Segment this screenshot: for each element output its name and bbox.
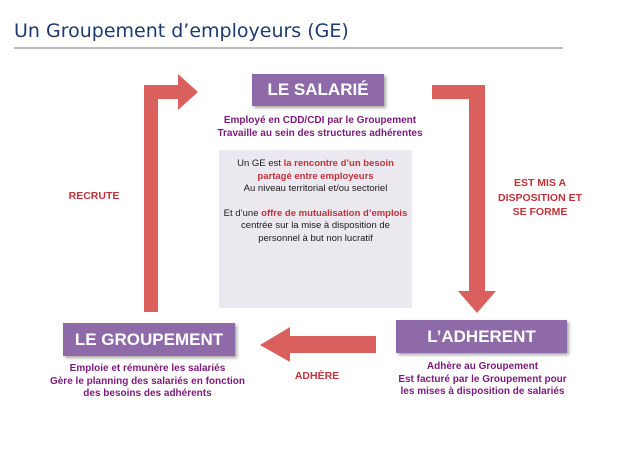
arrow-mis-a-disposition (432, 85, 496, 313)
groupement-desc-line: Gère le planning des salariés en fonctio… (49, 375, 246, 387)
recrute-label: RECRUTE (68, 190, 120, 202)
page-title: Un Groupement d’employeurs (GE) (14, 20, 349, 42)
adherent-desc-line: les mises à disposition de salariés (400, 386, 565, 397)
groupement-desc-line: des besoins des adhérents (83, 388, 212, 399)
mis-a-disposition-label: EST MIS A DISPOSITION ET SE FORME (480, 176, 600, 220)
mis-label-line: SE FORME (512, 206, 568, 218)
center-panel (219, 150, 412, 308)
center-p2-before: Et d’une (223, 207, 262, 219)
center-p1-before: Un GE est (237, 158, 284, 169)
adherent-box: L’ADHERENT (396, 320, 567, 353)
groupement-desc-line: Emploie et rémunère les salariés (69, 363, 226, 374)
center-text: Un GE est la rencontre d’un besoin parta… (219, 158, 412, 257)
adherent-description: Adhère au Groupement Est facturé par le … (355, 361, 610, 399)
adhere-label: ADHÈRE (294, 370, 340, 382)
salarie-desc-line: Travaille au sein des structures adhéren… (217, 127, 423, 139)
arrow-recrute (144, 74, 198, 312)
groupement-description: Emploie et rémunère les salariés Gère le… (20, 363, 275, 401)
center-paragraph-1: Un GE est la rencontre d’un besoin parta… (219, 158, 412, 196)
adherent-desc-line: Adhère au Groupement (426, 361, 539, 372)
arrow-adhere (260, 327, 376, 362)
center-p1-highlight: la rencontre d’un besoin partagé entre e… (257, 158, 394, 182)
mis-label-line: DISPOSITION ET (497, 191, 582, 204)
adherent-desc-line: Est facturé par le Groupement pour (398, 373, 567, 385)
center-p2-after: centrée sur la mise à disposition de per… (241, 220, 390, 244)
groupement-box: LE GROUPEMENT (63, 323, 235, 356)
title-underline (14, 47, 563, 49)
mis-label-line: EST MIS A (513, 177, 567, 189)
salarie-box: LE SALARIÉ (252, 74, 384, 106)
salarie-description: Employé en CDD/CDI par le Groupement Tra… (170, 115, 470, 140)
salarie-desc-line: Employé en CDD/CDI par le Groupement (223, 115, 417, 126)
center-p2-highlight: offre de mutualisation d’emplois (261, 207, 408, 219)
center-p1-after: Au niveau territorial et/ou sectoriel (243, 183, 388, 194)
center-paragraph-2: Et d’une offre de mutualisation d’emploi… (219, 208, 412, 246)
